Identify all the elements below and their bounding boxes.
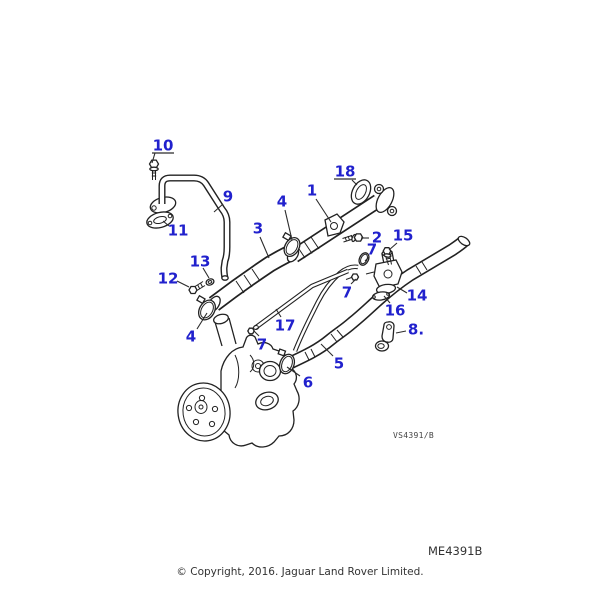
vent-pipe-part-17 <box>253 268 349 330</box>
water-pump-part <box>177 313 300 448</box>
callout-label-9-11: 9 <box>223 188 233 206</box>
callout-leader-16 <box>383 295 391 304</box>
callout-label-16-18: 16 <box>385 302 406 320</box>
callout-leader-5 <box>320 343 334 357</box>
clamp-bolt-part-7-lower <box>247 325 259 335</box>
hose-clamp-part-4-upper <box>282 231 301 257</box>
hose-clamp-part-6 <box>277 348 296 375</box>
pump-upper-port <box>258 360 282 382</box>
callout-label-3-2: 3 <box>253 220 263 238</box>
clamp-bolt-part-7-mid <box>345 273 360 281</box>
callout-label-7-8: 7 <box>342 284 352 302</box>
callout-leader-11 <box>162 220 170 227</box>
bolt-part-2 <box>342 233 364 243</box>
callout-label-7-7: 7 <box>367 241 377 259</box>
bolt-part-10 <box>148 159 160 180</box>
callout-leader-7 <box>253 330 260 337</box>
bolt-part-12 <box>188 281 206 295</box>
callout-label-8.-10: 8. <box>408 321 424 339</box>
copyright-notice: © Copyright, 2016. Jaguar Land Rover Lim… <box>176 566 424 578</box>
bolt-part-15 <box>382 247 392 266</box>
callout-leader-1 <box>315 198 332 223</box>
callout-leader-17 <box>275 308 282 318</box>
callout-label-2-1: 2 <box>372 229 382 247</box>
gasket-part-18 <box>350 179 372 205</box>
callout-leader-8. <box>395 330 407 334</box>
callout-label-4-3: 4 <box>277 193 287 211</box>
callout-label-5-5: 5 <box>334 355 344 373</box>
callout-label-6-6: 6 <box>303 374 313 392</box>
callout-label-18-20: 18 <box>335 163 356 181</box>
callout-leader-18 <box>351 179 358 186</box>
callout-leader-6 <box>286 366 301 377</box>
callout-leader-4 <box>284 209 293 241</box>
hose-clamp-part-7-upper <box>358 252 370 266</box>
callout-leader-13 <box>202 267 210 279</box>
callout-leader-12 <box>176 280 190 288</box>
callout-leader-10 <box>151 152 156 164</box>
callout-leader-15 <box>388 242 398 251</box>
bent-pipe-part-9 <box>149 174 231 281</box>
callout-leader-14 <box>396 286 408 294</box>
valve-part-14 <box>365 249 403 295</box>
bracket-part-8 <box>374 321 395 352</box>
outlet-pipe-part-1 <box>286 183 398 263</box>
callout-label-4-4: 4 <box>186 328 196 346</box>
callout-leader-3 <box>259 236 270 259</box>
callout-label-15-17: 15 <box>393 227 414 245</box>
callout-label-10-12: 10 <box>153 137 174 155</box>
diagram-code: VS4391/B <box>393 431 434 440</box>
callout-label-1-0: 1 <box>307 182 317 200</box>
callout-leader-7 <box>350 278 357 285</box>
callout-label-17-19: 17 <box>275 317 296 335</box>
callout-label-11-13: 11 <box>168 222 189 240</box>
callout-label-13-15: 13 <box>190 253 211 271</box>
figure-reference: ME4391B <box>428 544 483 558</box>
pump-lower-port <box>255 391 279 411</box>
callout-label-12-14: 12 <box>158 270 179 288</box>
callout-label-14-16: 14 <box>407 287 428 305</box>
hose-clamp-part-4-lower <box>196 294 217 321</box>
small-curved-pipe-part <box>292 264 359 352</box>
pump-pulley <box>177 382 231 442</box>
washer-part-13 <box>205 278 215 286</box>
callout-label-7-9: 7 <box>257 336 267 354</box>
callout-leader-7 <box>364 256 370 262</box>
callout-leader-4 <box>196 312 208 330</box>
callout-leader-9 <box>213 203 224 213</box>
